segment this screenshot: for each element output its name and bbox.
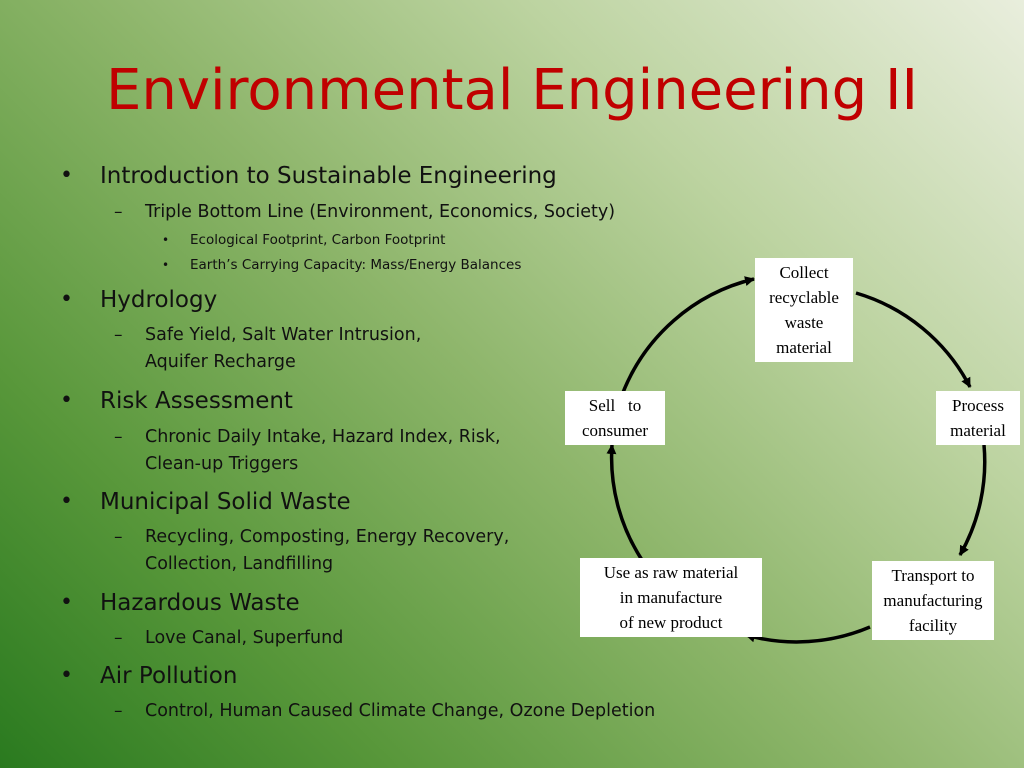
node-use-line: in manufacture — [619, 588, 723, 607]
dash-glyph: – — [114, 325, 123, 345]
node-use-line: Use as raw material — [603, 563, 739, 582]
node-use: Use as raw material in manufacture of ne… — [580, 558, 762, 637]
sub-risk-1: Clean-up Triggers — [145, 454, 299, 474]
subsub-intro-1: Earth’s Carrying Capacity: Mass/Energy B… — [190, 257, 522, 273]
sub-intro: Triple Bottom Line (Environment, Economi… — [145, 202, 616, 222]
node-sell-line: consumer — [581, 421, 649, 440]
bullet-glyph: • — [60, 388, 73, 413]
arrow-use-to-sell — [606, 444, 644, 561]
sub-air: Control, Human Caused Climate Change, Oz… — [145, 701, 656, 721]
bullet-intro: Introduction to Sustainable Engineering — [100, 163, 557, 189]
slide-title: Environmental Engineering II — [105, 58, 919, 123]
node-process: Process material — [936, 391, 1020, 445]
node-transport-line: manufacturing — [883, 591, 983, 610]
node-collect-line: waste — [784, 313, 824, 332]
node-use-line: of new product — [619, 613, 723, 632]
node-transport: Transport to manufacturing facility — [872, 561, 994, 640]
dash-glyph: – — [114, 527, 123, 547]
bullet-glyph: • — [162, 258, 170, 272]
arrow-sell-to-collect — [620, 276, 755, 396]
node-collect-line: Collect — [779, 263, 829, 282]
sub-msw-0: Recycling, Composting, Energy Recovery, — [145, 527, 510, 547]
bullet-glyph: • — [162, 233, 170, 247]
bullet-air: Air Pollution — [100, 663, 238, 689]
sub-hazardous: Love Canal, Superfund — [145, 628, 344, 648]
bullet-hazardous: Hazardous Waste — [100, 590, 300, 616]
node-transport-line: Transport to — [891, 566, 975, 585]
dash-glyph: – — [114, 701, 123, 721]
arrow-collect-to-process — [855, 291, 972, 388]
bullet-glyph: • — [60, 663, 73, 688]
dash-glyph: – — [114, 427, 123, 447]
sub-hydrology-0: Safe Yield, Salt Water Intrusion, — [145, 325, 422, 345]
bullet-glyph: • — [60, 590, 73, 615]
sub-msw-1: Collection, Landfilling — [145, 554, 334, 574]
bullet-risk: Risk Assessment — [100, 388, 293, 414]
subsub-intro-0: Ecological Footprint, Carbon Footprint — [190, 232, 446, 248]
dash-glyph: – — [114, 628, 123, 648]
recycling-cycle-diagram: Collect recyclable waste material Proces… — [560, 255, 1024, 645]
bullet-glyph: • — [60, 163, 73, 188]
bullet-glyph: • — [60, 489, 73, 514]
arrow-process-to-transport — [958, 444, 987, 556]
node-sell: Sell to consumer — [565, 391, 665, 445]
bullet-glyph: • — [60, 287, 73, 312]
node-process-line: Process — [952, 396, 1004, 415]
node-collect-line: material — [776, 338, 832, 357]
cycle-arrows — [606, 276, 987, 644]
sub-risk-0: Chronic Daily Intake, Hazard Index, Risk… — [145, 427, 501, 447]
node-collect: Collect recyclable waste material — [755, 258, 853, 362]
node-collect-line: recyclable — [769, 288, 839, 307]
node-sell-line: Sell to — [588, 396, 642, 415]
arrow-transport-to-use — [745, 625, 871, 644]
node-transport-line: facility — [908, 616, 958, 635]
sub-hydrology-1: Aquifer Recharge — [145, 352, 296, 372]
bullet-hydrology: Hydrology — [100, 287, 218, 313]
node-process-line: material — [950, 421, 1006, 440]
dash-glyph: – — [114, 202, 123, 222]
bullet-msw: Municipal Solid Waste — [100, 489, 351, 515]
